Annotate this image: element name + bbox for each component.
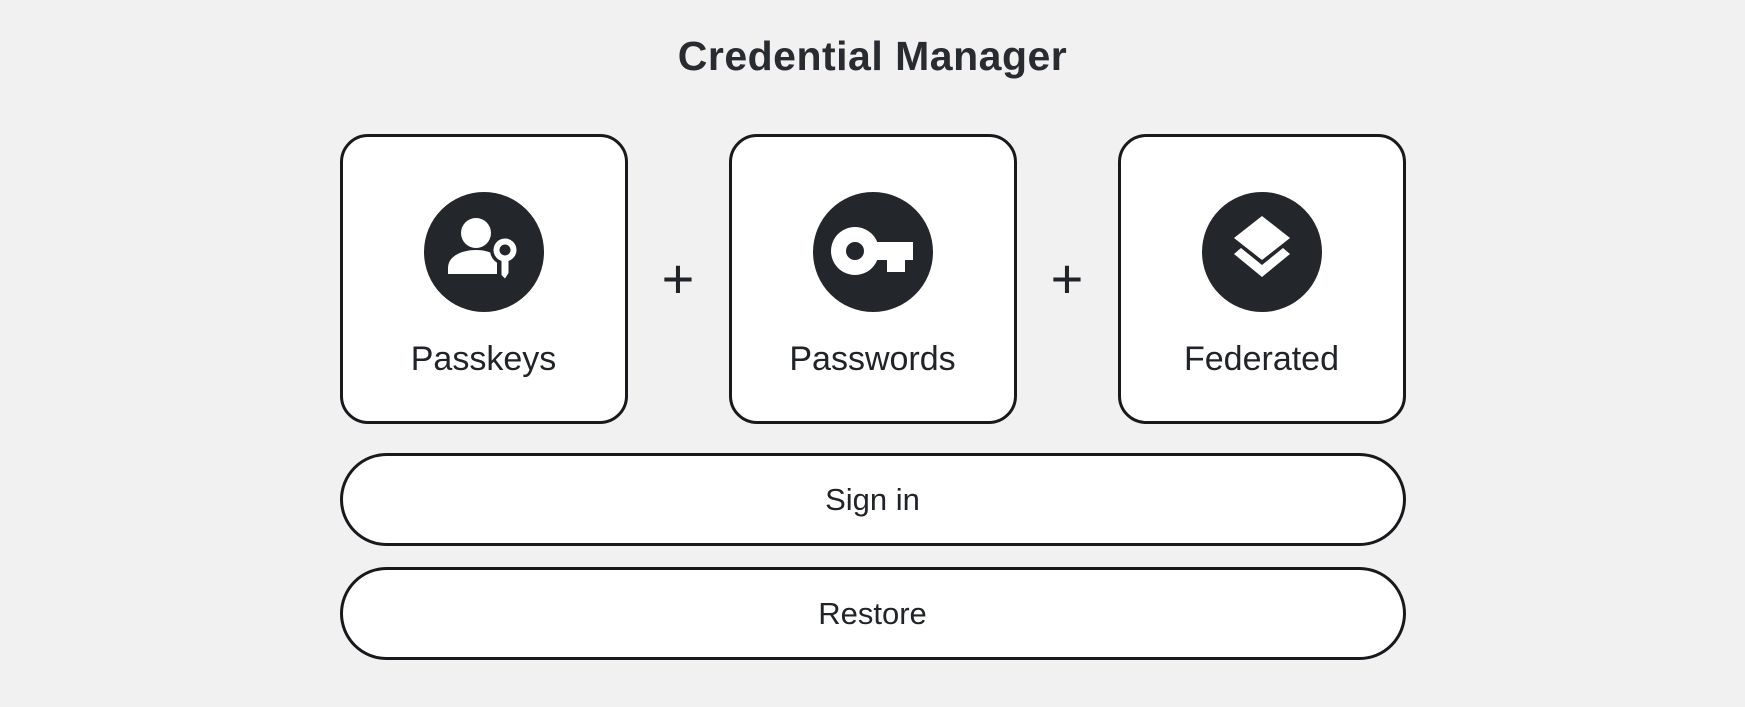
passwords-card: Passwords (728, 134, 1017, 424)
actions-section: Sign in Restore (0, 453, 1745, 660)
passkeys-card-label: Passkeys (410, 340, 557, 378)
credential-types-row: Passkeys + Passwords + Federated (0, 134, 1745, 424)
layers-icon (1201, 192, 1322, 312)
key-icon (812, 192, 933, 312)
passkey-icon (423, 192, 544, 312)
sign-in-button[interactable]: Sign in (339, 453, 1406, 546)
plus-separator: + (1050, 247, 1084, 310)
restore-button[interactable]: Restore (339, 567, 1406, 660)
federated-card: Federated (1117, 134, 1406, 424)
plus-separator: + (661, 247, 695, 310)
passkeys-card: Passkeys (339, 134, 628, 424)
passwords-card-label: Passwords (789, 340, 956, 378)
federated-card-label: Federated (1184, 340, 1339, 378)
page-title: Credential Manager (677, 33, 1068, 79)
